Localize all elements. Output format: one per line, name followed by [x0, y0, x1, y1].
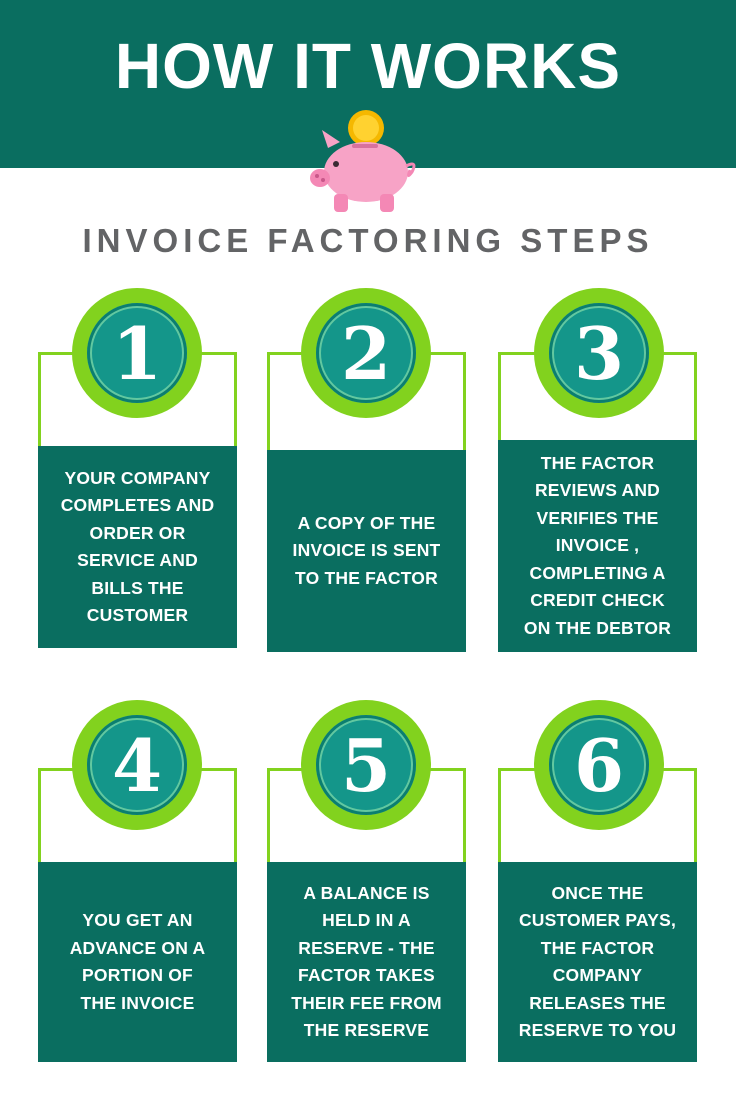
step-text: YOU GET AN ADVANCE ON A PORTION OF THE I… — [69, 910, 206, 1013]
step-badge: 3 — [534, 288, 664, 418]
step-text-box: YOUR COMPANY COMPLETES AND ORDER OR SERV… — [38, 446, 237, 648]
step-text: A COPY OF THE INVOICE IS SENT TO THE FAC… — [292, 512, 441, 588]
step-badge: 6 — [534, 700, 664, 830]
step-number: 5 — [340, 722, 392, 808]
step-number: 1 — [111, 310, 163, 396]
step-number: 4 — [111, 722, 163, 808]
step-5: 5 A BALANCE IS HELD IN A RESERVE - THE F… — [267, 700, 501, 1064]
step-text: THE FACTOR REVIEWS AND VERIFIES THE INVO… — [523, 452, 672, 638]
step-badge-inner — [549, 715, 649, 815]
step-text-box: THE FACTOR REVIEWS AND VERIFIES THE INVO… — [498, 440, 697, 652]
step-number: 6 — [573, 722, 625, 808]
step-text: A BALANCE IS HELD IN A RESERVE - THE FAC… — [291, 882, 442, 1041]
step-badge: 1 — [72, 288, 202, 418]
step-badge-inner — [87, 715, 187, 815]
step-badge-inner — [87, 303, 187, 403]
step-text-box: ONCE THE CUSTOMER PAYS, THE FACTOR COMPA… — [498, 862, 697, 1062]
step-3: 3 THE FACTOR REVIEWS AND VERIFIES THE IN… — [498, 288, 732, 652]
step-1: 1 YOUR COMPANY COMPLETES AND ORDER OR SE… — [38, 288, 272, 650]
step-badge: 4 — [72, 700, 202, 830]
step-badge: 2 — [301, 288, 431, 418]
step-badge-inner — [316, 303, 416, 403]
step-badge: 5 — [301, 700, 431, 830]
subtitle: INVOICE FACTORING STEPS — [82, 222, 654, 259]
piggy-bank-icon — [310, 110, 416, 212]
step-2: 2 A COPY OF THE INVOICE IS SENT TO THE F… — [267, 288, 501, 652]
step-text-box: YOU GET AN ADVANCE ON A PORTION OF THE I… — [38, 862, 237, 1062]
page-title: HOW IT WORKS — [114, 30, 622, 102]
step-badge-inner — [549, 303, 649, 403]
step-badge-inner — [316, 715, 416, 815]
step-text-box: A COPY OF THE INVOICE IS SENT TO THE FAC… — [267, 450, 466, 652]
step-text: YOUR COMPANY COMPLETES AND ORDER OR SERV… — [60, 467, 215, 626]
step-number: 2 — [340, 310, 392, 396]
step-6: 6 ONCE THE CUSTOMER PAYS, THE FACTOR COM… — [498, 700, 732, 1064]
step-text: ONCE THE CUSTOMER PAYS, THE FACTOR COMPA… — [518, 882, 677, 1041]
step-number: 3 — [573, 310, 625, 396]
step-text-box: A BALANCE IS HELD IN A RESERVE - THE FAC… — [267, 862, 466, 1062]
step-4: 4 YOU GET AN ADVANCE ON A PORTION OF THE… — [38, 700, 272, 1064]
